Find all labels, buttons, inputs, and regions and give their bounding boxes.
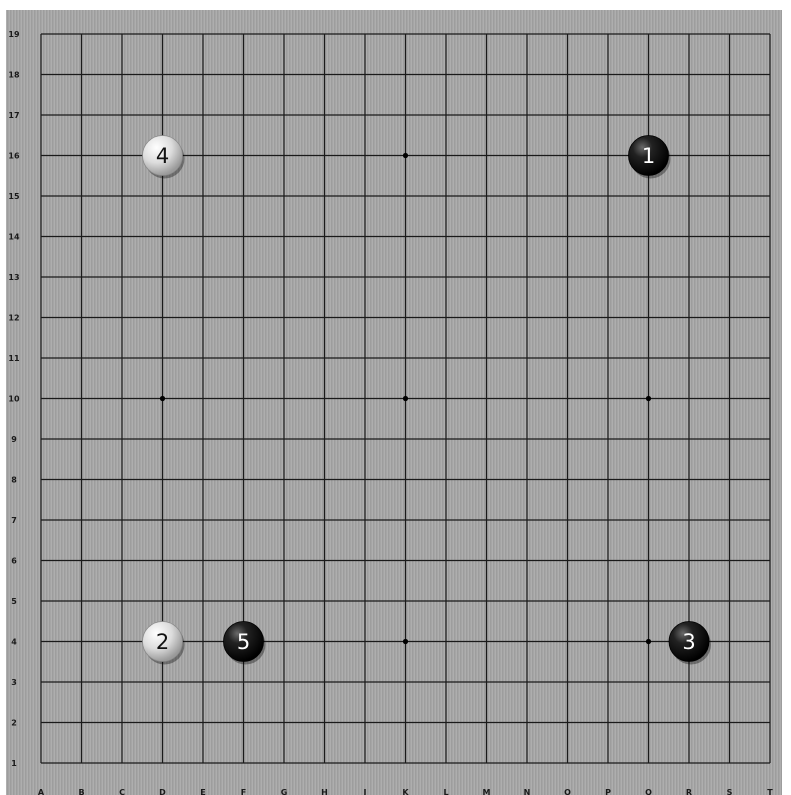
row-label-9: 9 (11, 435, 17, 444)
column-label-b: B (78, 788, 84, 795)
move-number: 5 (237, 630, 250, 654)
stone-black-move-1[interactable]: 1 (629, 136, 671, 179)
column-label-f: F (241, 788, 246, 795)
move-number: 2 (156, 630, 169, 654)
column-label-t: T (767, 788, 773, 795)
row-label-10: 10 (8, 395, 20, 404)
row-label-13: 13 (8, 273, 19, 282)
column-label-q: Q (645, 788, 652, 795)
row-label-7: 7 (11, 516, 17, 525)
stones: 1 2 3 4 5 (143, 136, 712, 665)
row-label-15: 15 (8, 192, 20, 201)
stone-black-move-5[interactable]: 5 (224, 622, 266, 665)
row-label-1: 1 (11, 759, 17, 768)
column-label-e: E (200, 788, 205, 795)
row-label-4: 4 (11, 638, 17, 647)
row-label-8: 8 (11, 476, 17, 485)
column-label-n: N (524, 788, 531, 795)
column-label-c: C (119, 788, 125, 795)
star-point-k4 (403, 639, 408, 644)
move-number: 4 (156, 144, 169, 168)
row-label-17: 17 (8, 111, 19, 120)
star-point-k16 (403, 153, 408, 158)
column-label-m: M (483, 788, 491, 795)
star-point-q10 (646, 396, 651, 401)
column-label-p: P (605, 788, 611, 795)
column-label-d: D (159, 788, 166, 795)
column-label-h: H (321, 788, 328, 795)
column-label-r: R (686, 788, 692, 795)
row-label-6: 6 (11, 557, 17, 566)
row-label-14: 14 (8, 233, 20, 242)
row-labels: 19 18 17 16 15 14 13 12 11 10 9 8 7 6 5 4 3 2 1 (8, 30, 20, 768)
stone-black-move-3[interactable]: 3 (669, 622, 711, 665)
star-point-k10 (403, 396, 408, 401)
row-label-5: 5 (11, 597, 17, 606)
move-number: 1 (642, 144, 655, 168)
row-label-12: 12 (8, 314, 19, 323)
star-point-q4 (646, 639, 651, 644)
stone-white-move-2[interactable]: 2 (143, 622, 185, 665)
move-number: 3 (682, 630, 695, 654)
column-label-k: K (402, 788, 409, 795)
stone-white-move-4[interactable]: 4 (143, 136, 185, 179)
row-label-16: 16 (8, 152, 20, 161)
star-point-d10 (160, 396, 165, 401)
column-label-j: J (363, 788, 367, 795)
column-label-s: S (727, 788, 733, 795)
column-label-a: A (38, 788, 45, 795)
row-label-19: 19 (8, 30, 20, 39)
row-label-18: 18 (8, 71, 20, 80)
column-label-l: L (443, 788, 448, 795)
column-label-o: O (564, 788, 571, 795)
row-label-3: 3 (11, 678, 17, 687)
row-label-2: 2 (11, 719, 17, 728)
column-label-g: G (281, 788, 288, 795)
row-label-11: 11 (8, 354, 20, 363)
